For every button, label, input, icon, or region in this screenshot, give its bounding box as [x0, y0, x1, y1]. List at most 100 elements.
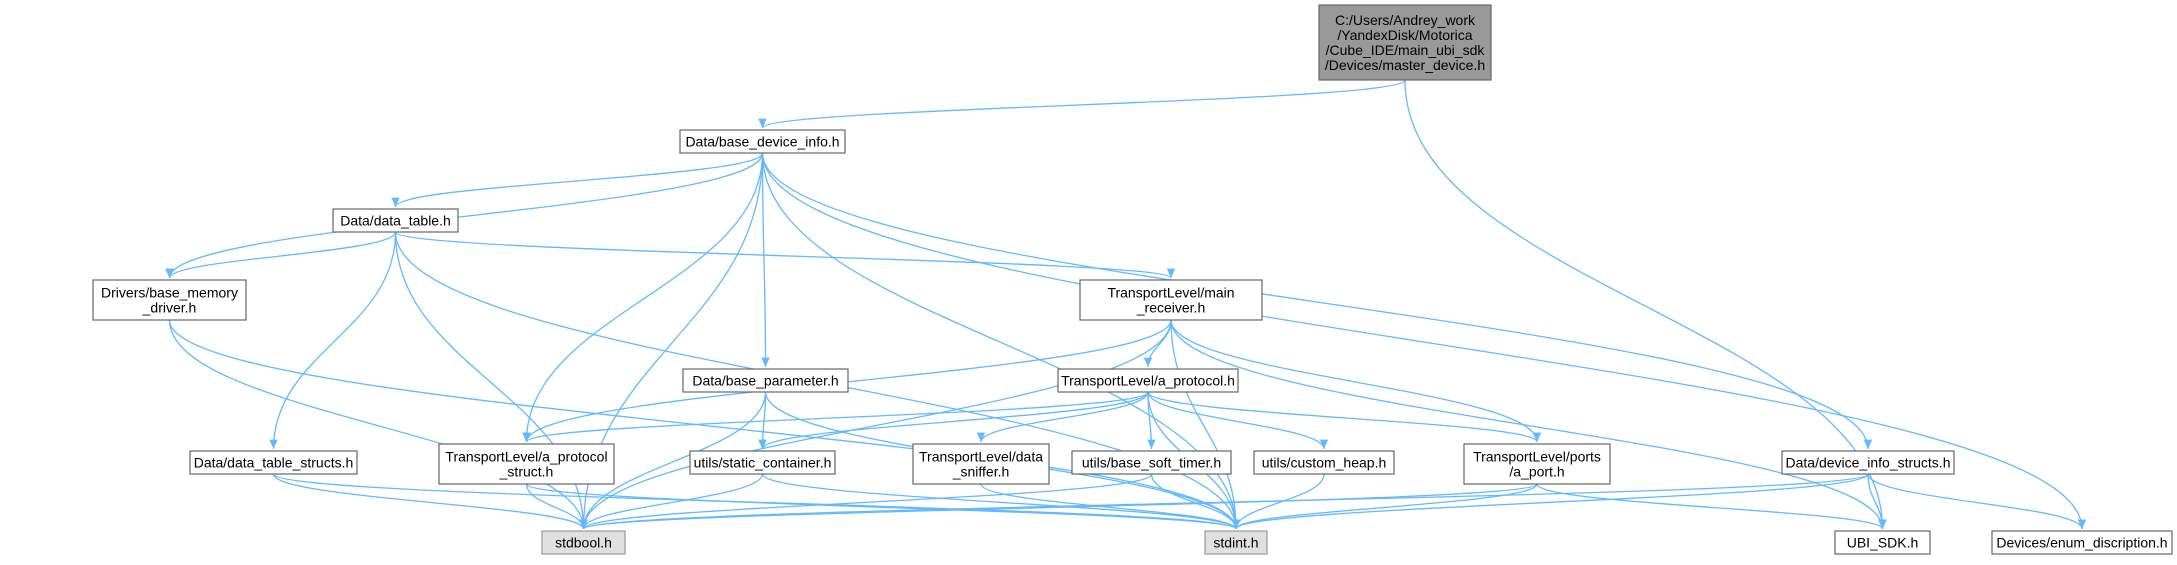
node-stdbool[interactable]: stdbool.h: [541, 530, 626, 555]
node-box: [438, 443, 615, 485]
node-label: TransportLevel/ports: [1473, 449, 1601, 465]
node-label: utils/base_soft_timer.h: [1082, 455, 1221, 471]
node-base-parameter[interactable]: Data/base_parameter.h: [682, 368, 849, 393]
edge-a_protocol-to-a_protocol_struct: [522, 391, 1149, 443]
edge-data_table-to-base_memory_driver: [165, 231, 397, 279]
node-label: _receiver.h: [1136, 300, 1205, 316]
edge-device_info_structs-to-stdbool: [579, 473, 1869, 530]
node-label: Devices/enum_discription.h: [1996, 535, 2167, 551]
edge-static_container-to-stdbool: [579, 473, 764, 530]
node-box: [1253, 450, 1395, 475]
node-stdint[interactable]: stdint.h: [1204, 530, 1268, 555]
edge-base_device_info-to-enum_description: [761, 152, 2087, 530]
node-label: /Cube_IDE/main_ubi_sdk: [1326, 42, 1486, 58]
edge-base_memory_driver-to-stdint: [168, 319, 1241, 530]
node-main-receiver[interactable]: TransportLevel/main_receiver.h: [1079, 279, 1263, 321]
edge-data_sniffer-to-stdint: [980, 483, 1241, 530]
edge-base_device_info-to-base_parameter: [761, 152, 770, 368]
edge-base_device_info-to-device_info_structs: [761, 152, 1873, 450]
node-box: [1071, 450, 1232, 475]
node-label: C:/Users/Andrey_work: [1335, 12, 1476, 28]
edge-data_table-to-data_table_structs: [269, 231, 397, 450]
edge-a_protocol-to-data_sniffer: [976, 391, 1149, 443]
edge-device_info_structs-to-ubi_sdk: [1867, 473, 1887, 530]
node-box: [682, 368, 849, 393]
edge-a_protocol-to-a_port: [1147, 391, 1541, 443]
node-base-device-info[interactable]: Data/base_device_info.h: [679, 129, 846, 154]
node-label: TransportLevel/data: [919, 449, 1043, 465]
node-label: _struct.h: [499, 464, 554, 480]
edge-data_table_structs-to-stdbool: [272, 473, 588, 530]
edge-base_soft_timer-to-stdbool: [579, 473, 1153, 530]
node-label: _driver.h: [142, 300, 197, 316]
edge-a_port-to-ubi_sdk: [1536, 483, 1887, 530]
node-ubi-sdk[interactable]: UBI_SDK.h: [1834, 530, 1931, 555]
edge-a_protocol-to-custom_heap: [1147, 391, 1329, 450]
edge-device_info_structs-to-enum_description: [1867, 473, 2087, 530]
edge-main_receiver-to-stdbool: [579, 319, 1172, 530]
node-box: [1781, 450, 1955, 475]
edge-a_protocol_struct-to-stdint: [525, 483, 1240, 530]
edge-data_table-to-main_receiver: [394, 231, 1175, 279]
node-label: Data/base_device_info.h: [685, 134, 839, 150]
edge-main_receiver-to-ubi_sdk: [1170, 319, 1887, 530]
node-label: utils/static_container.h: [694, 455, 832, 471]
edge-base_device_info-to-base_memory_driver: [165, 152, 764, 279]
edge-main_receiver-to-a_protocol_struct: [522, 319, 1172, 443]
node-box: [1204, 530, 1268, 555]
node-static-container[interactable]: utils/static_container.h: [689, 450, 836, 475]
node-box: [541, 530, 626, 555]
edge-main_receiver-to-stdint: [1170, 319, 1241, 530]
edge-base_parameter-to-stdbool: [579, 391, 767, 530]
node-label: Data/data_table.h: [340, 213, 451, 229]
node-box: [689, 450, 836, 475]
node-box: [189, 450, 358, 475]
edge-static_container-to-stdint: [761, 473, 1240, 530]
node-label: Data/data_table_structs.h: [194, 455, 354, 471]
node-data-table[interactable]: Data/data_table.h: [332, 208, 459, 233]
node-box: [1991, 530, 2173, 555]
node-label: stdint.h: [1213, 535, 1258, 551]
node-base-memory-driver[interactable]: Drivers/base_memory_driver.h: [92, 279, 247, 321]
node-box: [1834, 530, 1931, 555]
node-label: /YandexDisk/Motorica: [1337, 27, 1472, 43]
node-label: /a_port.h: [1509, 464, 1564, 480]
node-device-info-structs[interactable]: Data/device_info_structs.h: [1781, 450, 1955, 475]
edge-base_memory_driver-to-stdbool: [168, 319, 588, 530]
edge-a_protocol-to-static_container: [758, 391, 1149, 450]
node-label: TransportLevel/a_protocol: [445, 449, 607, 465]
node-label: _sniffer.h: [952, 464, 1010, 480]
node-box: [1057, 368, 1239, 393]
edge-a_port-to-stdint: [1231, 483, 1538, 530]
node-label: stdbool.h: [555, 535, 612, 551]
node-data-table-structs[interactable]: Data/data_table_structs.h: [189, 450, 358, 475]
edge-master-to-base_device_info: [758, 79, 1406, 129]
node-label: Drivers/base_memory: [101, 285, 238, 301]
edge-device_info_structs-to-stdint: [1232, 473, 1869, 530]
edge-base_device_info-to-data_table: [391, 152, 764, 208]
node-base-soft-timer[interactable]: utils/base_soft_timer.h: [1071, 450, 1232, 475]
node-label: Data/device_info_structs.h: [1786, 455, 1951, 471]
node-a-protocol[interactable]: TransportLevel/a_protocol.h: [1057, 368, 1239, 393]
node-label: Data/base_parameter.h: [692, 373, 838, 389]
node-custom-heap[interactable]: utils/custom_heap.h: [1253, 450, 1395, 475]
node-label: utils/custom_heap.h: [1262, 455, 1387, 471]
edge-base_device_info-to-a_protocol_struct: [522, 152, 764, 443]
node-box: [1318, 4, 1492, 81]
node-master[interactable]: C:/Users/Andrey_work/YandexDisk/Motorica…: [1318, 4, 1492, 81]
node-box: [1079, 279, 1263, 321]
node-enum-description[interactable]: Devices/enum_discription.h: [1991, 530, 2173, 555]
node-label: TransportLevel/main: [1107, 285, 1234, 301]
edge-main_receiver-to-a_port: [1170, 319, 1542, 443]
node-box: [679, 129, 846, 154]
node-a-protocol-struct[interactable]: TransportLevel/a_protocol_struct.h: [438, 443, 615, 485]
node-a-port[interactable]: TransportLevel/ports/a_port.h: [1463, 443, 1611, 485]
node-data-sniffer[interactable]: TransportLevel/data_sniffer.h: [912, 443, 1050, 485]
node-label: /Devices/master_device.h: [1325, 57, 1485, 73]
node-box: [912, 443, 1050, 485]
node-label: UBI_SDK.h: [1847, 535, 1919, 551]
node-box: [92, 279, 247, 321]
node-box: [332, 208, 459, 233]
node-label: TransportLevel/a_protocol.h: [1061, 373, 1235, 389]
